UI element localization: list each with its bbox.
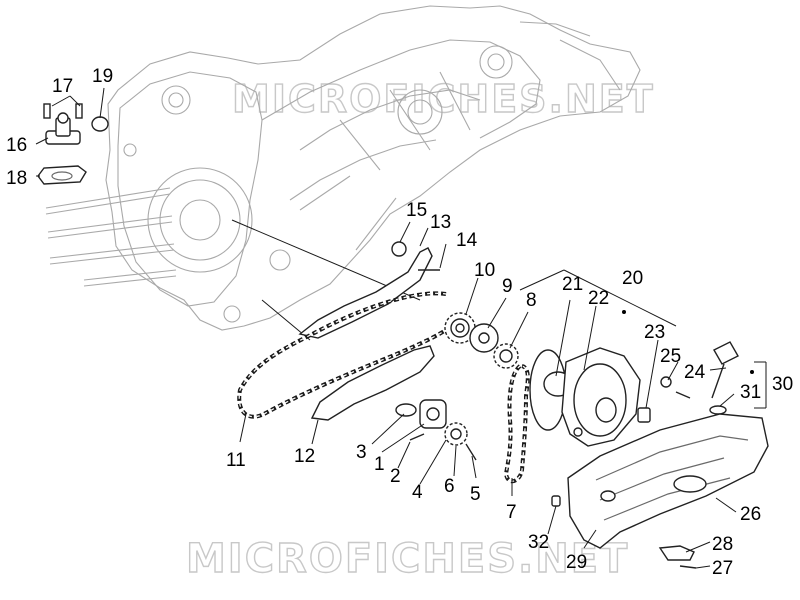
callout-5: 5 bbox=[470, 484, 481, 505]
callout-22: 22 bbox=[588, 288, 609, 309]
callout-19: 19 bbox=[92, 66, 113, 87]
callout-29: 29 bbox=[566, 552, 587, 573]
callout-2: 2 bbox=[390, 466, 401, 487]
plug-23 bbox=[637, 407, 651, 423]
guide-pin-15 bbox=[391, 241, 407, 257]
callout-15: 15 bbox=[406, 200, 427, 221]
bracket-28 bbox=[658, 545, 695, 561]
callout-numbers: 1 2 3 4 5 6 7 8 9 10 11 12 13 14 15 16 1… bbox=[6, 66, 793, 579]
ref-dot-30 bbox=[750, 370, 754, 374]
washer-25 bbox=[660, 376, 672, 388]
chain-tensioner-group bbox=[37, 103, 109, 185]
callout-9: 9 bbox=[502, 276, 513, 297]
oil-pump-body bbox=[529, 347, 641, 447]
watermark-top: MICROFICHES.NET bbox=[232, 77, 655, 121]
callout-32: 32 bbox=[528, 532, 549, 553]
bolt-27 bbox=[679, 565, 697, 569]
oil-sump-cover-26 bbox=[567, 413, 769, 549]
chain-guide-lower bbox=[310, 345, 435, 421]
callout-25: 25 bbox=[660, 346, 681, 367]
oil-pump-group bbox=[395, 399, 477, 461]
callout-24: 24 bbox=[684, 362, 706, 383]
callout-20: 20 bbox=[622, 268, 643, 289]
watermark-bottom: MICROFICHES.NET bbox=[186, 536, 629, 582]
callout-23: 23 bbox=[644, 322, 665, 343]
callout-21: 21 bbox=[562, 274, 583, 295]
callout-28: 28 bbox=[712, 534, 733, 555]
callout-6: 6 bbox=[444, 476, 455, 497]
callout-30: 30 bbox=[772, 374, 793, 395]
ref-dot-20 bbox=[622, 310, 626, 314]
callout-7: 7 bbox=[506, 502, 517, 523]
callout-1: 1 bbox=[374, 454, 385, 475]
callout-14: 14 bbox=[456, 230, 478, 251]
sprocket-10 bbox=[444, 312, 476, 344]
callout-31: 31 bbox=[740, 382, 761, 403]
callout-18: 18 bbox=[6, 168, 27, 189]
callout-17: 17 bbox=[52, 76, 73, 97]
leader-lines bbox=[35, 87, 767, 569]
washer-9 bbox=[469, 323, 499, 353]
callout-26: 26 bbox=[740, 504, 761, 525]
dipstick-24 bbox=[711, 341, 739, 399]
callout-10: 10 bbox=[474, 260, 495, 281]
sprocket-8 bbox=[493, 343, 519, 369]
callout-4: 4 bbox=[412, 482, 423, 503]
callout-13: 13 bbox=[430, 212, 451, 233]
o-ring-31 bbox=[709, 405, 727, 415]
callout-3: 3 bbox=[356, 442, 367, 463]
callout-11: 11 bbox=[226, 450, 246, 471]
chain-7 bbox=[503, 364, 530, 484]
callout-27: 27 bbox=[712, 558, 733, 579]
dowel-32 bbox=[551, 495, 561, 507]
crankcase-housing bbox=[45, 5, 641, 331]
callout-8: 8 bbox=[526, 290, 537, 311]
chain-guide-upper bbox=[298, 247, 433, 339]
callout-12: 12 bbox=[294, 446, 315, 467]
callout-16: 16 bbox=[6, 135, 27, 156]
bolt-25 bbox=[675, 391, 691, 399]
